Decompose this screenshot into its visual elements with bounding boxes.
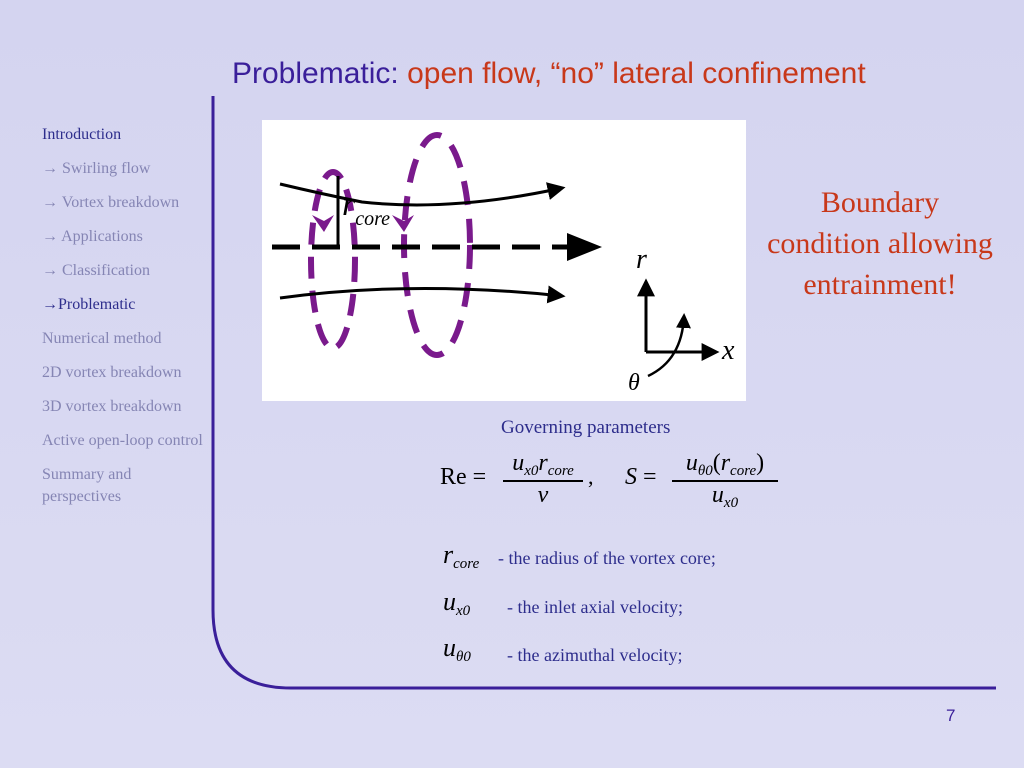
page-number: 7 <box>946 706 956 725</box>
swirl-arrowhead-right <box>392 215 414 232</box>
boundary-line-3: entrainment! <box>803 268 957 301</box>
re-lhs: Re = <box>440 464 487 490</box>
vortex-figure: rcore r x θ <box>262 120 746 401</box>
s-denominator: ux0 <box>711 481 739 511</box>
s-fraction: uθ0(rcore) ux0 <box>672 450 778 512</box>
def-symbol-u-theta0: uθ0 <box>443 633 471 665</box>
boundary-line-2: condition allowing <box>767 227 993 260</box>
title-prefix: Problematic: <box>232 57 399 90</box>
re-numerator: ux0rcore <box>512 450 574 479</box>
nav-item-problematic[interactable]: →Problematic <box>42 296 136 313</box>
streamline-bottom <box>279 285 566 304</box>
nav-item-swirling-flow[interactable]: → Swirling flow <box>42 160 151 177</box>
vortex-diagram <box>272 132 720 378</box>
def-text-u-x0: - the inlet axial velocity; <box>507 597 683 617</box>
nav-item-introduction[interactable]: Introduction <box>42 126 122 143</box>
axis-r-label: r <box>636 244 647 275</box>
swirl-arrowhead-left <box>312 215 334 232</box>
axis-theta-label: θ <box>628 370 640 396</box>
nav-item-2d-vortex-breakdown[interactable]: 2D vortex breakdown <box>42 364 182 381</box>
centerline-arrowhead <box>567 233 602 261</box>
boundary-condition-note: Boundary condition allowing entrainment! <box>750 182 1010 305</box>
nav-item-classification[interactable]: → Classification <box>42 262 150 279</box>
def-symbol-u-x0: ux0 <box>443 587 471 619</box>
slide-title: Problematic: open flow, “no” lateral con… <box>232 56 866 92</box>
def-text-u-theta0: - the azimuthal velocity; <box>507 645 683 665</box>
sidebar-nav: Introduction → Swirling flow → Vortex br… <box>42 124 212 520</box>
boundary-line-1: Boundary <box>820 186 940 219</box>
re-fraction: ux0rcore ν <box>503 450 583 509</box>
def-symbol-r-core: rcore <box>443 540 480 572</box>
formula-comma: , <box>588 464 594 489</box>
title-rest: open flow, “no” lateral confinement <box>407 57 866 90</box>
nav-item-summary-and-perspectives[interactable]: Summary and perspectives <box>42 466 132 505</box>
nav-item-active-open-loop-control[interactable]: Active open-loop control <box>42 432 203 449</box>
axis-x-label: x <box>722 335 735 366</box>
def-text-r-core: - the radius of the vortex core; <box>498 548 716 568</box>
governing-parameters-heading: Governing parameters <box>501 417 671 438</box>
nav-item-applications[interactable]: → Applications <box>42 228 143 245</box>
s-numerator: uθ0(rcore) <box>685 450 765 479</box>
re-fraction-bar <box>503 480 583 482</box>
s-fraction-bar <box>672 480 778 482</box>
nav-item-3d-vortex-breakdown[interactable]: 3D vortex breakdown <box>42 398 182 415</box>
s-lhs: S = <box>625 464 657 490</box>
re-denominator: ν <box>537 481 549 508</box>
nav-item-vortex-breakdown[interactable]: → Vortex breakdown <box>42 194 180 211</box>
streamline-top <box>279 182 566 207</box>
r-core-label: rcore <box>342 186 391 230</box>
nav-item-numerical-method[interactable]: Numerical method <box>42 330 162 347</box>
axis-theta-arc <box>647 313 691 378</box>
vortex-ring-left <box>308 169 358 351</box>
